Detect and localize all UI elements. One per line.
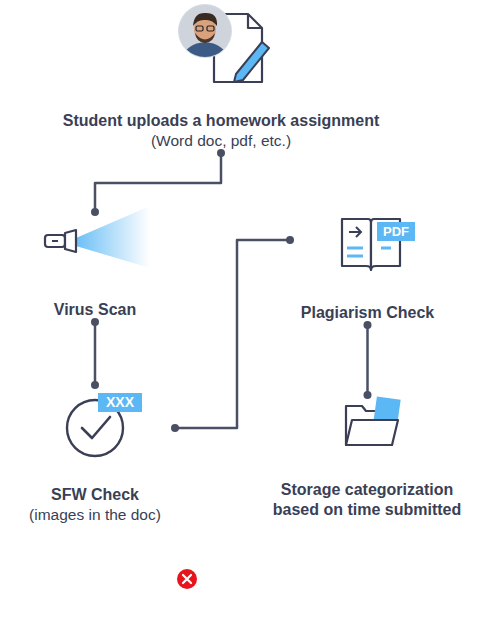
- flow-connector: [366, 325, 369, 395]
- connector-dot: [286, 236, 294, 244]
- flow-connector: [94, 322, 97, 385]
- folder-icon: [346, 396, 401, 445]
- connector-dot: [91, 381, 99, 389]
- step-title: Student uploads a homework assignment: [63, 111, 380, 131]
- step-title: Virus Scan: [54, 300, 136, 320]
- step-node: SFW Check(images in the doc): [15, 385, 175, 527]
- connector-dot: [217, 149, 225, 157]
- connector-dot: [91, 318, 99, 326]
- step-node: Storage categorization based on time sub…: [259, 395, 475, 522]
- student-avatar: [175, 0, 235, 60]
- step-note: (images in the doc): [29, 505, 161, 525]
- connector-dot: [91, 208, 99, 216]
- badge-text: XXX: [98, 393, 142, 412]
- step-title: Plagiarism Check: [301, 303, 434, 323]
- step-note: (Word doc, pdf, etc.): [151, 131, 291, 151]
- connector-dot: [364, 321, 372, 329]
- book-icon: [342, 219, 415, 270]
- step-node: Plagiarism Check: [290, 210, 445, 325]
- check-icon: [67, 393, 142, 456]
- flashlight-icon: [45, 206, 150, 268]
- connector-dot: [171, 424, 179, 432]
- flow-connector: [175, 240, 290, 428]
- connector-dot: [364, 391, 372, 399]
- step-node: Student uploads a homework assignment(Wo…: [21, 5, 421, 153]
- step-title: Storage categorization based on time sub…: [259, 480, 475, 520]
- step-title: SFW Check: [51, 485, 139, 505]
- error-mark: [177, 569, 197, 589]
- flow-connector: [95, 153, 221, 212]
- badge-text: PDF: [377, 222, 415, 241]
- step-node: Virus Scan: [20, 212, 170, 322]
